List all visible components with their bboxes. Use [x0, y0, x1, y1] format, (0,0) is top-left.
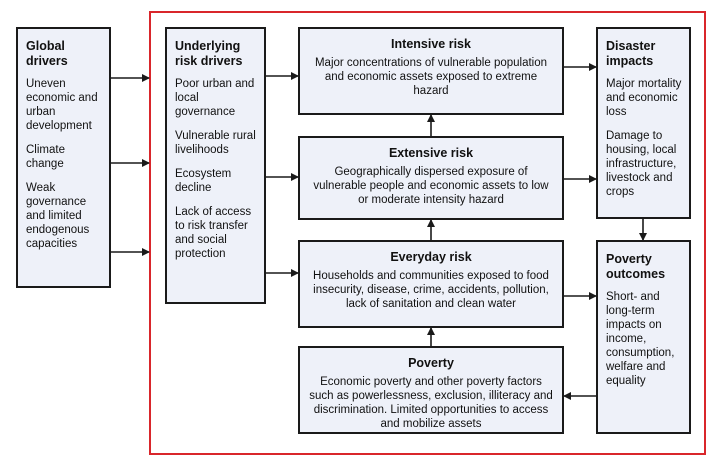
poverty-box: Poverty Economic poverty and other pover… [298, 346, 564, 434]
poverty-outcomes-title: Poverty outcomes [606, 252, 666, 281]
global-drivers-title: Global drivers [26, 39, 68, 68]
underlying-drivers-box: Underlying risk drivers Poor urban and l… [165, 27, 266, 304]
underlying-driver-item: Poor urban and local governance [175, 78, 255, 118]
poverty-outcomes-box: Poverty outcomes Short- and long-term im… [596, 240, 691, 434]
poverty-title: Poverty [408, 356, 454, 370]
scope-frame [149, 11, 706, 455]
disaster-impact-item: Damage to housing, local infrastructure,… [606, 130, 677, 198]
everyday-risk-body: Households and communities exposed to fo… [313, 270, 549, 310]
underlying-driver-item: Vulnerable rural livelihoods [175, 130, 256, 156]
underlying-driver-item: Ecosystem decline [175, 168, 232, 194]
underlying-driver-item: Lack of access to risk transfer and soci… [175, 206, 252, 260]
disaster-impacts-title: Disaster impacts [606, 39, 656, 68]
global-driver-item: Climate change [26, 144, 65, 170]
poverty-outcomes-body: Short- and long-term impacts on income, … [606, 291, 675, 387]
intensive-risk-body: Major concentrations of vulnerable popul… [314, 57, 548, 97]
global-driver-item: Weak governance and limited endogenous c… [26, 182, 90, 250]
intensive-risk-box: Intensive risk Major concentrations of v… [298, 27, 564, 115]
global-drivers-box: Global drivers Uneven economic and urban… [16, 27, 111, 288]
everyday-risk-title: Everyday risk [390, 250, 472, 264]
extensive-risk-body: Geographically dispersed exposure of vul… [313, 166, 549, 206]
extensive-risk-title: Extensive risk [388, 146, 474, 160]
underlying-drivers-title: Underlying risk drivers [175, 39, 243, 68]
disaster-impacts-box: Disaster impacts Major mortality and eco… [596, 27, 691, 219]
poverty-body: Economic poverty and other poverty facto… [309, 376, 553, 430]
everyday-risk-box: Everyday risk Households and communities… [298, 240, 564, 328]
disaster-impact-item: Major mortality and economic loss [606, 78, 682, 118]
intensive-risk-title: Intensive risk [391, 37, 471, 51]
global-driver-item: Uneven economic and urban development [26, 78, 98, 132]
